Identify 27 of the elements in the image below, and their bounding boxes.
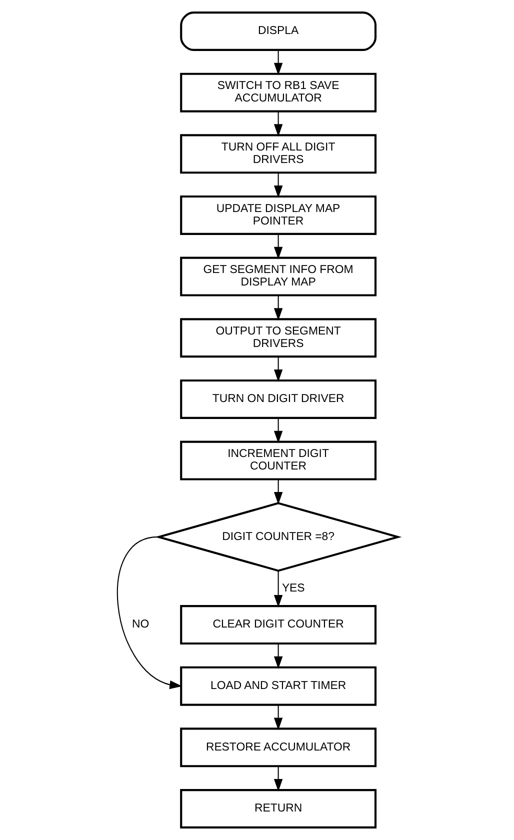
node-box: UPDATE DISPLAY MAP POINTER bbox=[180, 195, 376, 235]
arrow bbox=[273, 356, 282, 382]
node-box: TURN OFF ALL DIGIT DRIVERS bbox=[180, 134, 376, 174]
edge-label: YES bbox=[281, 582, 304, 594]
node-box: OUTPUT TO SEGMENT DRIVERS bbox=[180, 318, 376, 358]
arrow bbox=[273, 50, 282, 76]
node-box: CLEAR DIGIT COUNTER bbox=[180, 605, 376, 645]
node-box: RESTORE ACCUMULATOR bbox=[180, 728, 376, 768]
node-box: INCREMENT DIGIT COUNTER bbox=[180, 440, 376, 480]
arrow bbox=[273, 172, 282, 198]
arrow bbox=[273, 704, 282, 730]
node-box: RETURN bbox=[180, 789, 376, 828]
arrow bbox=[273, 570, 282, 608]
edge-label: NO bbox=[132, 618, 149, 631]
node-box: SWITCH TO RB1 SAVE ACCUMULATOR bbox=[180, 72, 376, 112]
arrow bbox=[273, 418, 282, 444]
node-box: GET SEGMENT INFO FROM DISPLAY MAP bbox=[180, 256, 376, 296]
arrow bbox=[273, 295, 282, 321]
node-box: LOAD AND START TIMER bbox=[180, 666, 376, 706]
node-box: TURN ON DIGIT DRIVER bbox=[180, 379, 376, 419]
arrow bbox=[116, 536, 182, 690]
arrow bbox=[273, 234, 282, 260]
arrow bbox=[273, 766, 282, 792]
node-box: DISPLA bbox=[180, 12, 376, 51]
arrow bbox=[273, 111, 282, 137]
arrow bbox=[273, 480, 282, 505]
arrow bbox=[273, 644, 282, 669]
